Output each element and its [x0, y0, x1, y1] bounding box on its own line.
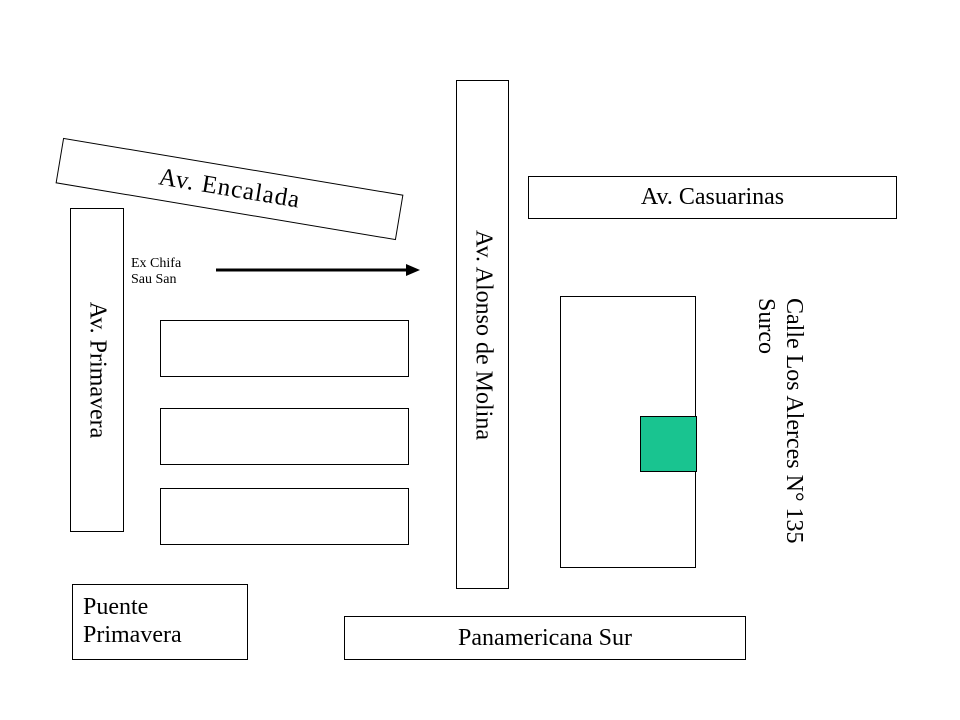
landmark-ex-chifa-label: Ex Chifa Sau San [131, 256, 211, 288]
landmark-line: Sau San [131, 272, 177, 287]
street-label: Av. Encalada [156, 163, 303, 214]
street-label: Av. Primavera [84, 301, 111, 439]
destination-marker [640, 416, 697, 472]
street-av-casuarinas: Av. Casuarinas [528, 176, 897, 219]
address-label: Calle Los Alerces N° 135 Surco [748, 298, 808, 578]
street-av-alonso-de-molina: Av. Alonso de Molina [456, 80, 509, 589]
landmark-line: Primavera [83, 622, 182, 648]
landmark-line: Puente [83, 594, 149, 620]
city-block [160, 320, 409, 377]
street-av-primavera: Av. Primavera [70, 208, 124, 532]
direction-arrow-icon [216, 264, 420, 276]
landmark-puente-primavera: Puente Primavera [72, 584, 248, 660]
city-block [160, 408, 409, 465]
street-panamericana-sur: Panamericana Sur [344, 616, 746, 660]
street-label: Av. Casuarinas [640, 184, 785, 210]
street-label: Panamericana Sur [458, 624, 632, 651]
city-block [160, 488, 409, 545]
address-line: Surco [753, 298, 779, 354]
landmark-line: Ex Chifa [131, 256, 182, 271]
street-label: Av. Alonso de Molina [470, 229, 496, 440]
address-line: Calle Los Alerces N° 135 [781, 298, 807, 544]
